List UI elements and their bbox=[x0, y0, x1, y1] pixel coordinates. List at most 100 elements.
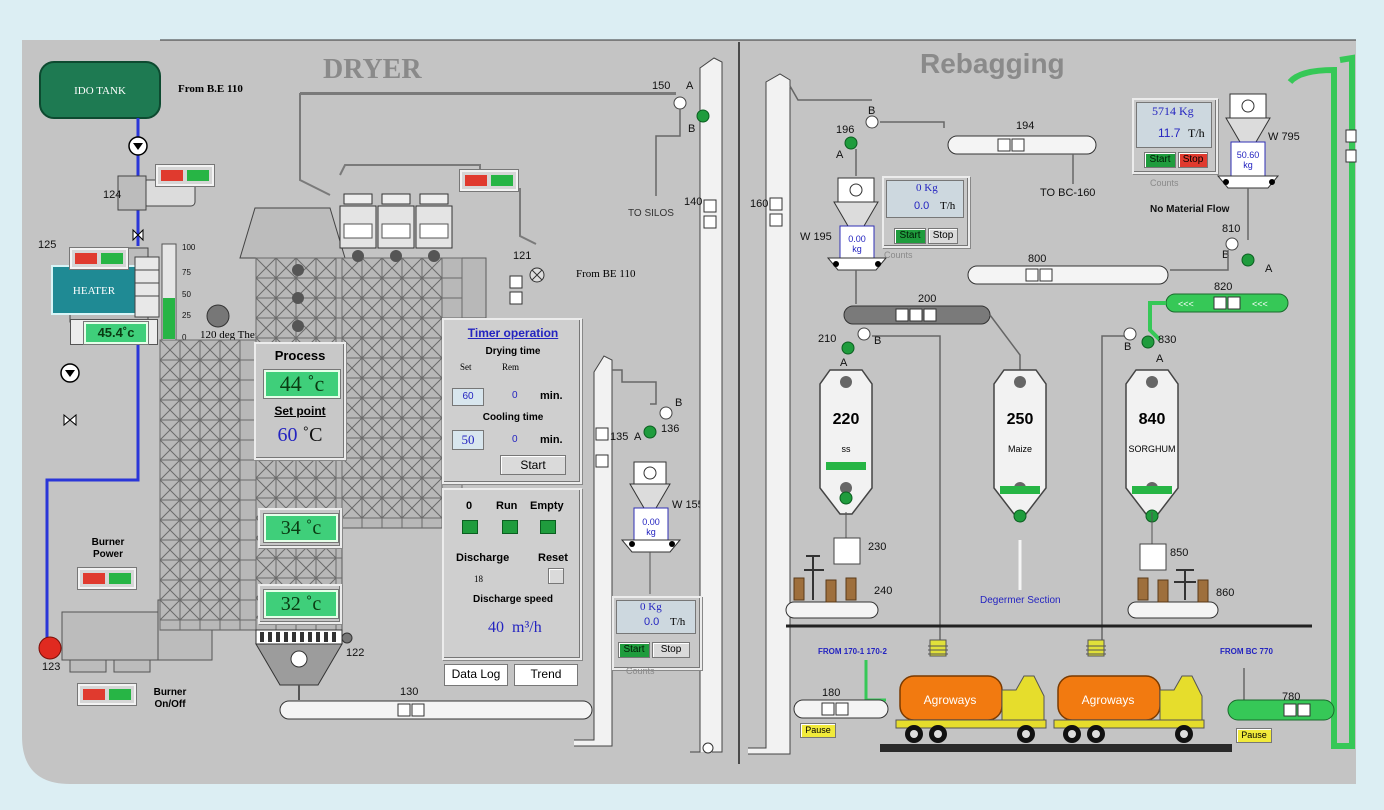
valve-196-a[interactable] bbox=[844, 136, 858, 150]
valve-810-a[interactable] bbox=[1241, 253, 1255, 267]
tag-194: 194 bbox=[1016, 120, 1034, 132]
valve-210-a[interactable] bbox=[841, 341, 855, 355]
w795-weight: 50.60 bbox=[1237, 150, 1260, 160]
burner-onoff-controls[interactable] bbox=[78, 684, 136, 705]
conveyor-130[interactable] bbox=[279, 700, 593, 720]
tag-135: 135 bbox=[610, 431, 628, 443]
w795-unit: kg bbox=[1243, 160, 1253, 170]
weigher-795[interactable] bbox=[1216, 93, 1280, 189]
bagging-station-840 bbox=[1127, 512, 1219, 619]
timer-title[interactable]: Timer operation bbox=[467, 326, 559, 340]
tag-121: 121 bbox=[513, 250, 531, 262]
motor-124-controls[interactable] bbox=[156, 165, 214, 186]
dryer-sensor-3[interactable] bbox=[292, 320, 304, 332]
w155-rate-unit: T/h bbox=[670, 616, 686, 628]
w795-rate: 11.7 bbox=[1158, 126, 1181, 140]
valve-810-b[interactable] bbox=[1225, 237, 1239, 251]
cooling-min-label: min. bbox=[540, 434, 563, 446]
conveyor-780[interactable] bbox=[1227, 699, 1335, 721]
from-be-top-label: From B.E 110 bbox=[178, 83, 243, 95]
weigher-155[interactable] bbox=[620, 461, 682, 553]
heater[interactable] bbox=[51, 265, 137, 315]
no-flow-label: No Material Flow bbox=[1150, 204, 1230, 215]
sensor-122[interactable] bbox=[341, 632, 353, 644]
w195-stop-button[interactable]: Stop bbox=[928, 228, 958, 244]
w155-start-button[interactable]: Start bbox=[618, 642, 650, 658]
to-bc-label: TO BC-160 bbox=[1040, 187, 1095, 199]
w155-stop-button[interactable]: Stop bbox=[652, 642, 690, 658]
dryer-sensor-2[interactable] bbox=[292, 292, 304, 304]
tag-240: 240 bbox=[874, 585, 892, 597]
valve-210-b[interactable] bbox=[857, 327, 871, 341]
elevator-135 bbox=[574, 355, 613, 747]
valve-135-a[interactable] bbox=[643, 425, 657, 439]
drying-set-input[interactable]: 60 bbox=[452, 388, 484, 406]
drying-rem: 0 bbox=[512, 390, 518, 401]
silo-220-number: 220 bbox=[833, 411, 860, 428]
heater-controls[interactable] bbox=[70, 248, 128, 269]
conveyor-800[interactable] bbox=[967, 265, 1169, 285]
pause-button-780[interactable]: Pause bbox=[1236, 728, 1272, 743]
cooling-rem: 0 bbox=[512, 434, 518, 445]
elevator-160 bbox=[748, 73, 791, 755]
setpoint-unit: ˚C bbox=[302, 424, 323, 446]
w795-stop-button[interactable]: Stop bbox=[1178, 152, 1208, 168]
w795-counts: Counts bbox=[1150, 178, 1179, 188]
truck-2[interactable]: Agroways bbox=[1053, 639, 1205, 743]
valve-830-b[interactable] bbox=[1123, 327, 1137, 341]
temp-display-3: 32 ˚c bbox=[264, 590, 338, 618]
weigher-195[interactable] bbox=[826, 177, 888, 271]
heater-level-fill bbox=[163, 298, 175, 339]
valve-icon[interactable] bbox=[132, 228, 144, 242]
w195-weight: 0.00 bbox=[848, 234, 866, 244]
set-label: Set bbox=[460, 362, 472, 372]
reset-label: Reset bbox=[538, 552, 568, 564]
tag-124: 124 bbox=[103, 189, 121, 201]
truck-1[interactable]: Agroways bbox=[895, 639, 1047, 743]
heater-label: HEATER bbox=[73, 285, 116, 297]
ido-tank[interactable] bbox=[39, 61, 161, 119]
scale-0: 0 bbox=[182, 333, 187, 342]
valve-196-b[interactable] bbox=[865, 115, 879, 129]
dryer-top-controls[interactable] bbox=[460, 170, 518, 191]
silo-840-product: SORGHUM bbox=[1129, 444, 1176, 454]
burner-fan-icon[interactable] bbox=[38, 636, 62, 660]
data-log-button[interactable]: Data Log bbox=[444, 664, 508, 686]
pause-button-180[interactable]: Pause bbox=[800, 723, 836, 738]
trend-button[interactable]: Trend bbox=[514, 664, 578, 686]
w795-start-button[interactable]: Start bbox=[1144, 152, 1176, 168]
tag-160: 160 bbox=[750, 198, 768, 210]
tag-w195: W 195 bbox=[800, 231, 832, 243]
valve-icon-2[interactable] bbox=[63, 413, 77, 427]
valve-150-a[interactable] bbox=[673, 96, 687, 110]
status-zero-led bbox=[462, 520, 478, 534]
w195-rate-unit: T/h bbox=[940, 200, 956, 212]
setpoint-value-row: 60 ˚C bbox=[254, 424, 346, 447]
tag-850: 850 bbox=[1170, 547, 1188, 559]
valve-121[interactable] bbox=[509, 275, 523, 289]
valve-830-a[interactable] bbox=[1141, 335, 1155, 349]
scale-75: 75 bbox=[182, 268, 191, 277]
w155-unit: kg bbox=[646, 527, 656, 537]
dryer-sensor-1[interactable] bbox=[292, 264, 304, 276]
w195-rate: 0.0 bbox=[914, 200, 930, 212]
process-temp-unit: ˚c bbox=[307, 371, 325, 396]
w195-start-button[interactable]: Start bbox=[894, 228, 926, 244]
process-temp-value: 44 bbox=[279, 371, 302, 396]
truck-1-label: Agroways bbox=[924, 693, 977, 707]
svg-text:<<<: <<< bbox=[1252, 299, 1268, 309]
reset-button[interactable] bbox=[548, 568, 564, 584]
bagging-station-220 bbox=[785, 512, 879, 619]
discharge-teeth bbox=[260, 632, 336, 642]
valve-136-b[interactable] bbox=[659, 406, 673, 420]
w155-readout-box bbox=[616, 600, 696, 634]
cooling-set-input[interactable]: 50 bbox=[452, 430, 484, 450]
from-bc770-label: FROM BC 770 bbox=[1220, 647, 1273, 656]
burner-power-controls[interactable] bbox=[78, 568, 136, 589]
timer-start-button[interactable]: Start bbox=[500, 455, 566, 475]
valve-150-b[interactable] bbox=[696, 109, 710, 123]
